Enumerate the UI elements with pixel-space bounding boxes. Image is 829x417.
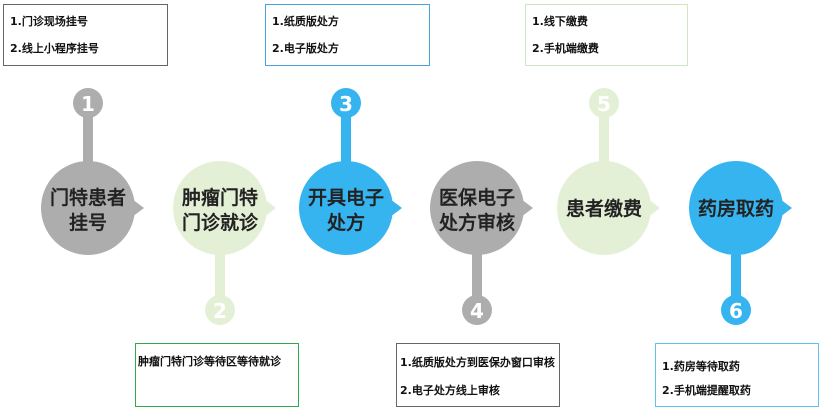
step-5-arrow	[648, 199, 660, 217]
step-2-number: 2	[213, 299, 227, 323]
step-4-connector	[472, 249, 482, 310]
step-2-circle	[173, 161, 267, 255]
step-1-badge	[73, 88, 103, 118]
step-1-arrow	[132, 199, 144, 217]
step-1-number: 1	[81, 92, 95, 116]
note-step1-line1: 1.门诊现场挂号	[10, 15, 88, 28]
note-box-step3: 1.纸质版处方 2.电子版处方	[265, 4, 430, 66]
step-4-circle	[430, 161, 524, 255]
step-3-badge	[331, 88, 361, 118]
note-step6-line1: 1.药房等待取药	[662, 360, 740, 373]
step-2-label-line2: 门诊就诊	[182, 211, 259, 234]
note-step6-line2: 2.手机端提醒取药	[662, 384, 751, 397]
note-step5-line1: 1.线下缴费	[532, 15, 588, 28]
step-5-number: 5	[597, 92, 611, 116]
step-3-label-line2: 处方	[326, 211, 365, 234]
step-3-connector	[341, 103, 351, 167]
note-box-step5: 1.线下缴费 2.手机端缴费	[525, 4, 688, 66]
step-1-label-line2: 挂号	[69, 211, 107, 234]
step-5-badge	[589, 88, 619, 118]
step-6-arrow	[780, 199, 792, 217]
step-5-connector	[599, 103, 609, 167]
step-2-arrow	[264, 199, 276, 217]
step-2-badge	[205, 295, 235, 325]
step-6-connector	[731, 249, 741, 310]
step-3-number: 3	[339, 92, 353, 116]
step-4-number: 4	[470, 299, 484, 323]
step-3-label-line1: 开具电子	[308, 186, 384, 209]
step-1-label-line1: 门特患者	[50, 186, 126, 209]
note-step4-line2: 2.电子处方线上审核	[400, 384, 500, 397]
note-step1-line2: 2.线上小程序挂号	[10, 42, 99, 55]
note-step3-line2: 2.电子版处方	[272, 42, 339, 55]
step-5-label-line1: 患者缴费	[566, 197, 642, 220]
step-6-circle	[689, 161, 783, 255]
step-5-circle	[557, 161, 651, 255]
step-4-label-line1: 医保电子	[439, 186, 515, 209]
step-1-circle	[41, 161, 135, 255]
note-box-step2: 肿瘤门特门诊等待区等待就诊	[135, 343, 299, 407]
step-6-label-line1: 药房取药	[698, 197, 774, 220]
step-2-connector	[215, 249, 225, 310]
step-4-label-line2: 处方审核	[438, 211, 515, 234]
step-1-connector	[83, 103, 93, 167]
step-4-badge	[462, 295, 492, 325]
step-4-arrow	[521, 199, 533, 217]
note-step4-line1: 1.纸质版处方到医保办窗口审核	[400, 356, 555, 369]
note-box-step4: 1.纸质版处方到医保办窗口审核 2.电子处方线上审核	[396, 343, 560, 407]
step-3-arrow	[390, 199, 402, 217]
step-6-badge	[721, 295, 751, 325]
step-3-circle	[299, 161, 393, 255]
step-6-number: 6	[729, 299, 743, 323]
note-step5-line2: 2.手机端缴费	[532, 42, 599, 55]
note-box-step6: 1.药房等待取药 2.手机端提醒取药	[655, 343, 819, 407]
note-box-step1: 1.门诊现场挂号 2.线上小程序挂号	[3, 4, 168, 66]
note-step2-line1: 肿瘤门特门诊等待区等待就诊	[138, 355, 281, 368]
note-step3-line1: 1.纸质版处方	[272, 15, 339, 28]
step-2-label-line1: 肿瘤门特	[182, 186, 258, 209]
